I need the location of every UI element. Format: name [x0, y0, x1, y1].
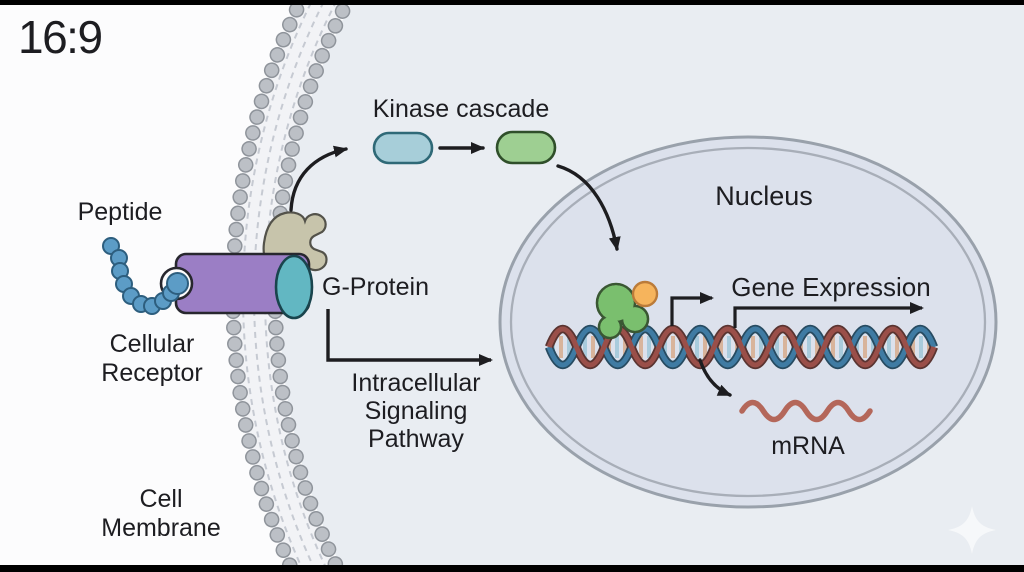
- transcription-factor: [595, 280, 659, 340]
- peptide-label: Peptide: [78, 198, 163, 226]
- nucleus-graphic: [498, 135, 998, 509]
- cell-membrane-label-line2: Membrane: [101, 514, 221, 542]
- cellular-receptor-label-line2: Receptor: [101, 359, 202, 387]
- peptide-chain: [102, 237, 189, 315]
- cellular-receptor-label-line1: Cellular: [110, 330, 195, 358]
- arrow-transcription-start-small: [670, 292, 714, 326]
- kinase-2-shape: [495, 130, 557, 165]
- g-protein-label: G-Protein: [322, 273, 429, 301]
- nucleus-envelope: [498, 135, 998, 509]
- mrna-strand: [739, 399, 873, 423]
- kinase-1-shape: [372, 131, 434, 165]
- dna-helix: [549, 329, 934, 365]
- g-protein-shape: [274, 254, 314, 320]
- arrow-dna-to-mrna: [698, 358, 732, 397]
- nucleus-envelope-inner: [509, 146, 987, 498]
- intracellular-pathway-label-line2: Signaling: [365, 397, 468, 425]
- sparkle-icon: [948, 506, 996, 554]
- kinase-cascade-label: Kinase cascade: [373, 95, 550, 123]
- gene-expression-label: Gene Expression: [731, 272, 930, 302]
- arrow-kinase-to-nucleus: [556, 164, 621, 251]
- coactivator-ligand: [631, 280, 659, 308]
- cell-membrane-label-line1: Cell: [139, 485, 182, 513]
- aspect-ratio-label: 16:9: [18, 11, 102, 63]
- arrow-gprotein-to-kinase: [289, 145, 348, 212]
- intracellular-pathway-label-line3: Pathway: [368, 425, 464, 453]
- mrna-label: mRNA: [771, 432, 845, 460]
- arrow-gene-expression: [733, 302, 924, 328]
- arrow-intracellular-pathway: [326, 309, 493, 366]
- letterbox-bottom-bar: [0, 565, 1024, 572]
- intracellular-pathway-label-line1: Intracellular: [351, 369, 480, 397]
- letterbox-top-bar: [0, 0, 1024, 5]
- nucleus-label: Nucleus: [715, 181, 813, 211]
